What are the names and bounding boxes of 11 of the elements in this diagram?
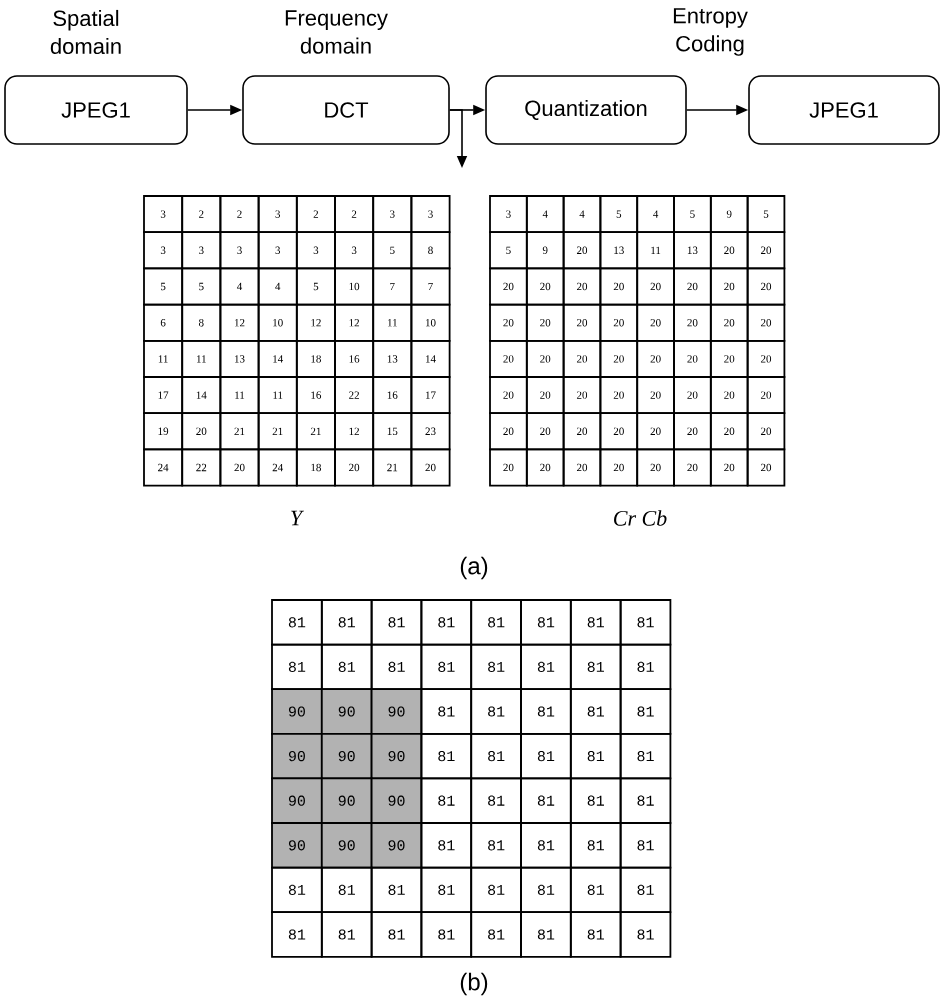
panel-label: (a): [460, 556, 488, 580]
table-caption: Y: [291, 510, 305, 526]
process-box: Quantization: [485, 75, 687, 145]
heading: Entropy Coding: [673, 8, 748, 56]
process-box: JPEG1: [4, 75, 188, 145]
process-box: JPEG1: [748, 75, 940, 145]
process-box: DCT: [242, 75, 450, 145]
heading: Spatial domain: [50, 9, 121, 55]
heading: Frequency domain: [285, 10, 388, 54]
panel-label: (b): [460, 972, 488, 996]
table-caption: Cr Cb: [614, 510, 667, 526]
